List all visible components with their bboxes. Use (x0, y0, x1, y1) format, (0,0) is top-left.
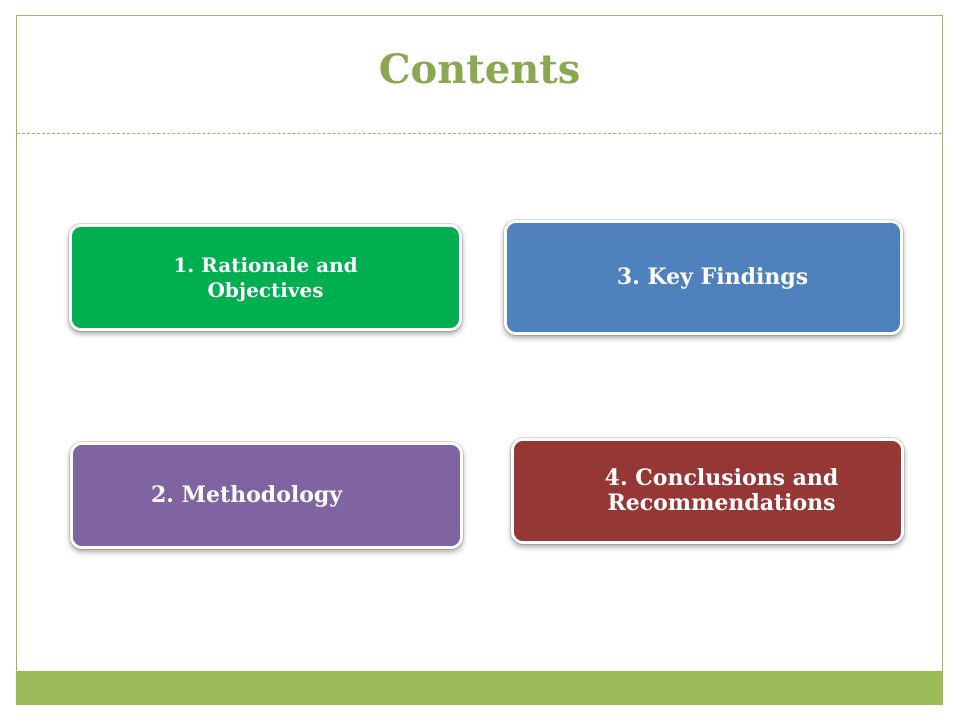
slide-title: Contents (378, 46, 581, 93)
contents-item-label: 3. Key Findings (616, 263, 809, 290)
slide-frame (16, 15, 943, 705)
footer-bar (17, 671, 942, 704)
contents-item-key-findings[interactable]: 3. Key Findings (504, 220, 903, 335)
contents-item-label: 4. Conclusions and Recommendations (604, 464, 839, 516)
contents-item-conclusions-recommendations[interactable]: 4. Conclusions and Recommendations (511, 438, 904, 544)
contents-item-rationale-objectives[interactable]: 1. Rationale and Objectives (69, 224, 462, 331)
contents-item-methodology[interactable]: 2. Methodology (70, 442, 463, 549)
title-divider (17, 133, 942, 134)
contents-item-label: 1. Rationale and Objectives (173, 252, 358, 302)
contents-item-label: 2. Methodology (151, 481, 343, 508)
